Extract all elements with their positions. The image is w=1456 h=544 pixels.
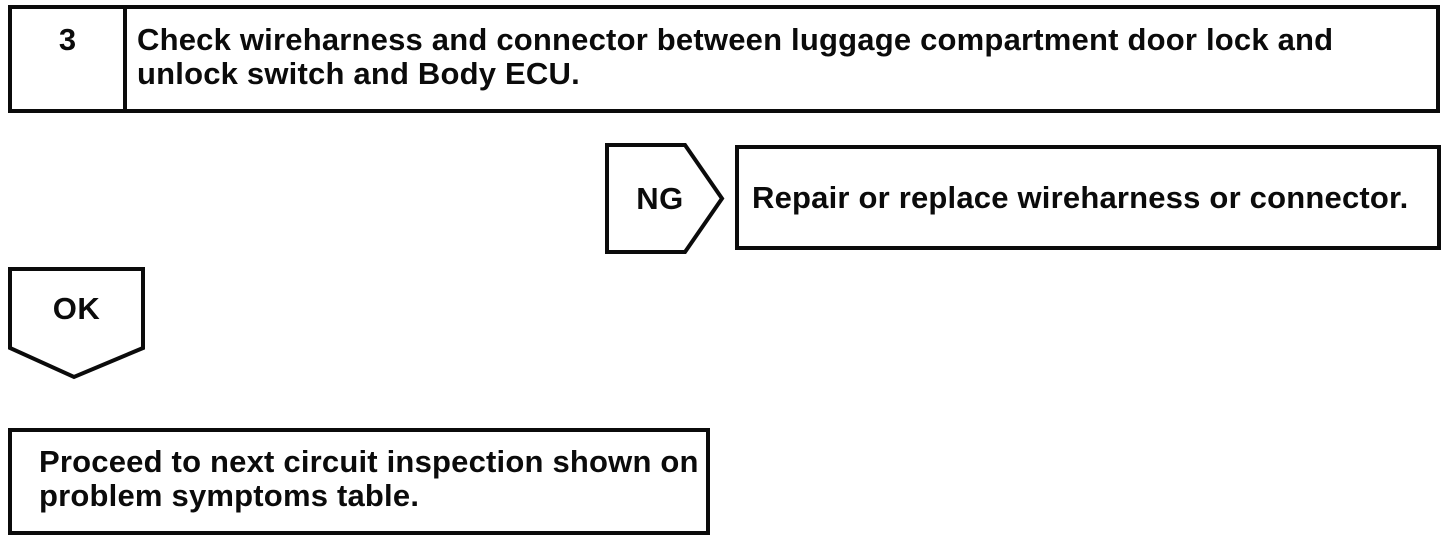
ok-action-line-2: problem symptoms table. — [39, 478, 420, 513]
ok-action-line-1: Proceed to next circuit inspection shown… — [39, 444, 699, 479]
ng-pentagon-icon — [605, 143, 725, 254]
ok-label: OK — [52, 291, 101, 326]
ng-connector: NG — [605, 143, 725, 254]
ng-label: NG — [636, 180, 684, 216]
ok-action-box: Proceed to next circuit inspection shown… — [8, 428, 710, 535]
step-instruction: Check wireharness and connector between … — [127, 9, 1436, 109]
step-box: 3 Check wireharness and connector betwee… — [8, 5, 1440, 113]
step-instruction-line-1: Check wireharness and connector between … — [137, 22, 1334, 57]
ok-pentagon-icon — [8, 267, 145, 380]
ng-action-box: Repair or replace wireharness or connect… — [735, 145, 1441, 250]
step-number: 3 — [12, 9, 127, 109]
ng-action-text: Repair or replace wireharness or connect… — [752, 179, 1409, 215]
step-instruction-line-2: unlock switch and Body ECU. — [137, 56, 580, 91]
ok-connector: OK — [8, 267, 145, 380]
